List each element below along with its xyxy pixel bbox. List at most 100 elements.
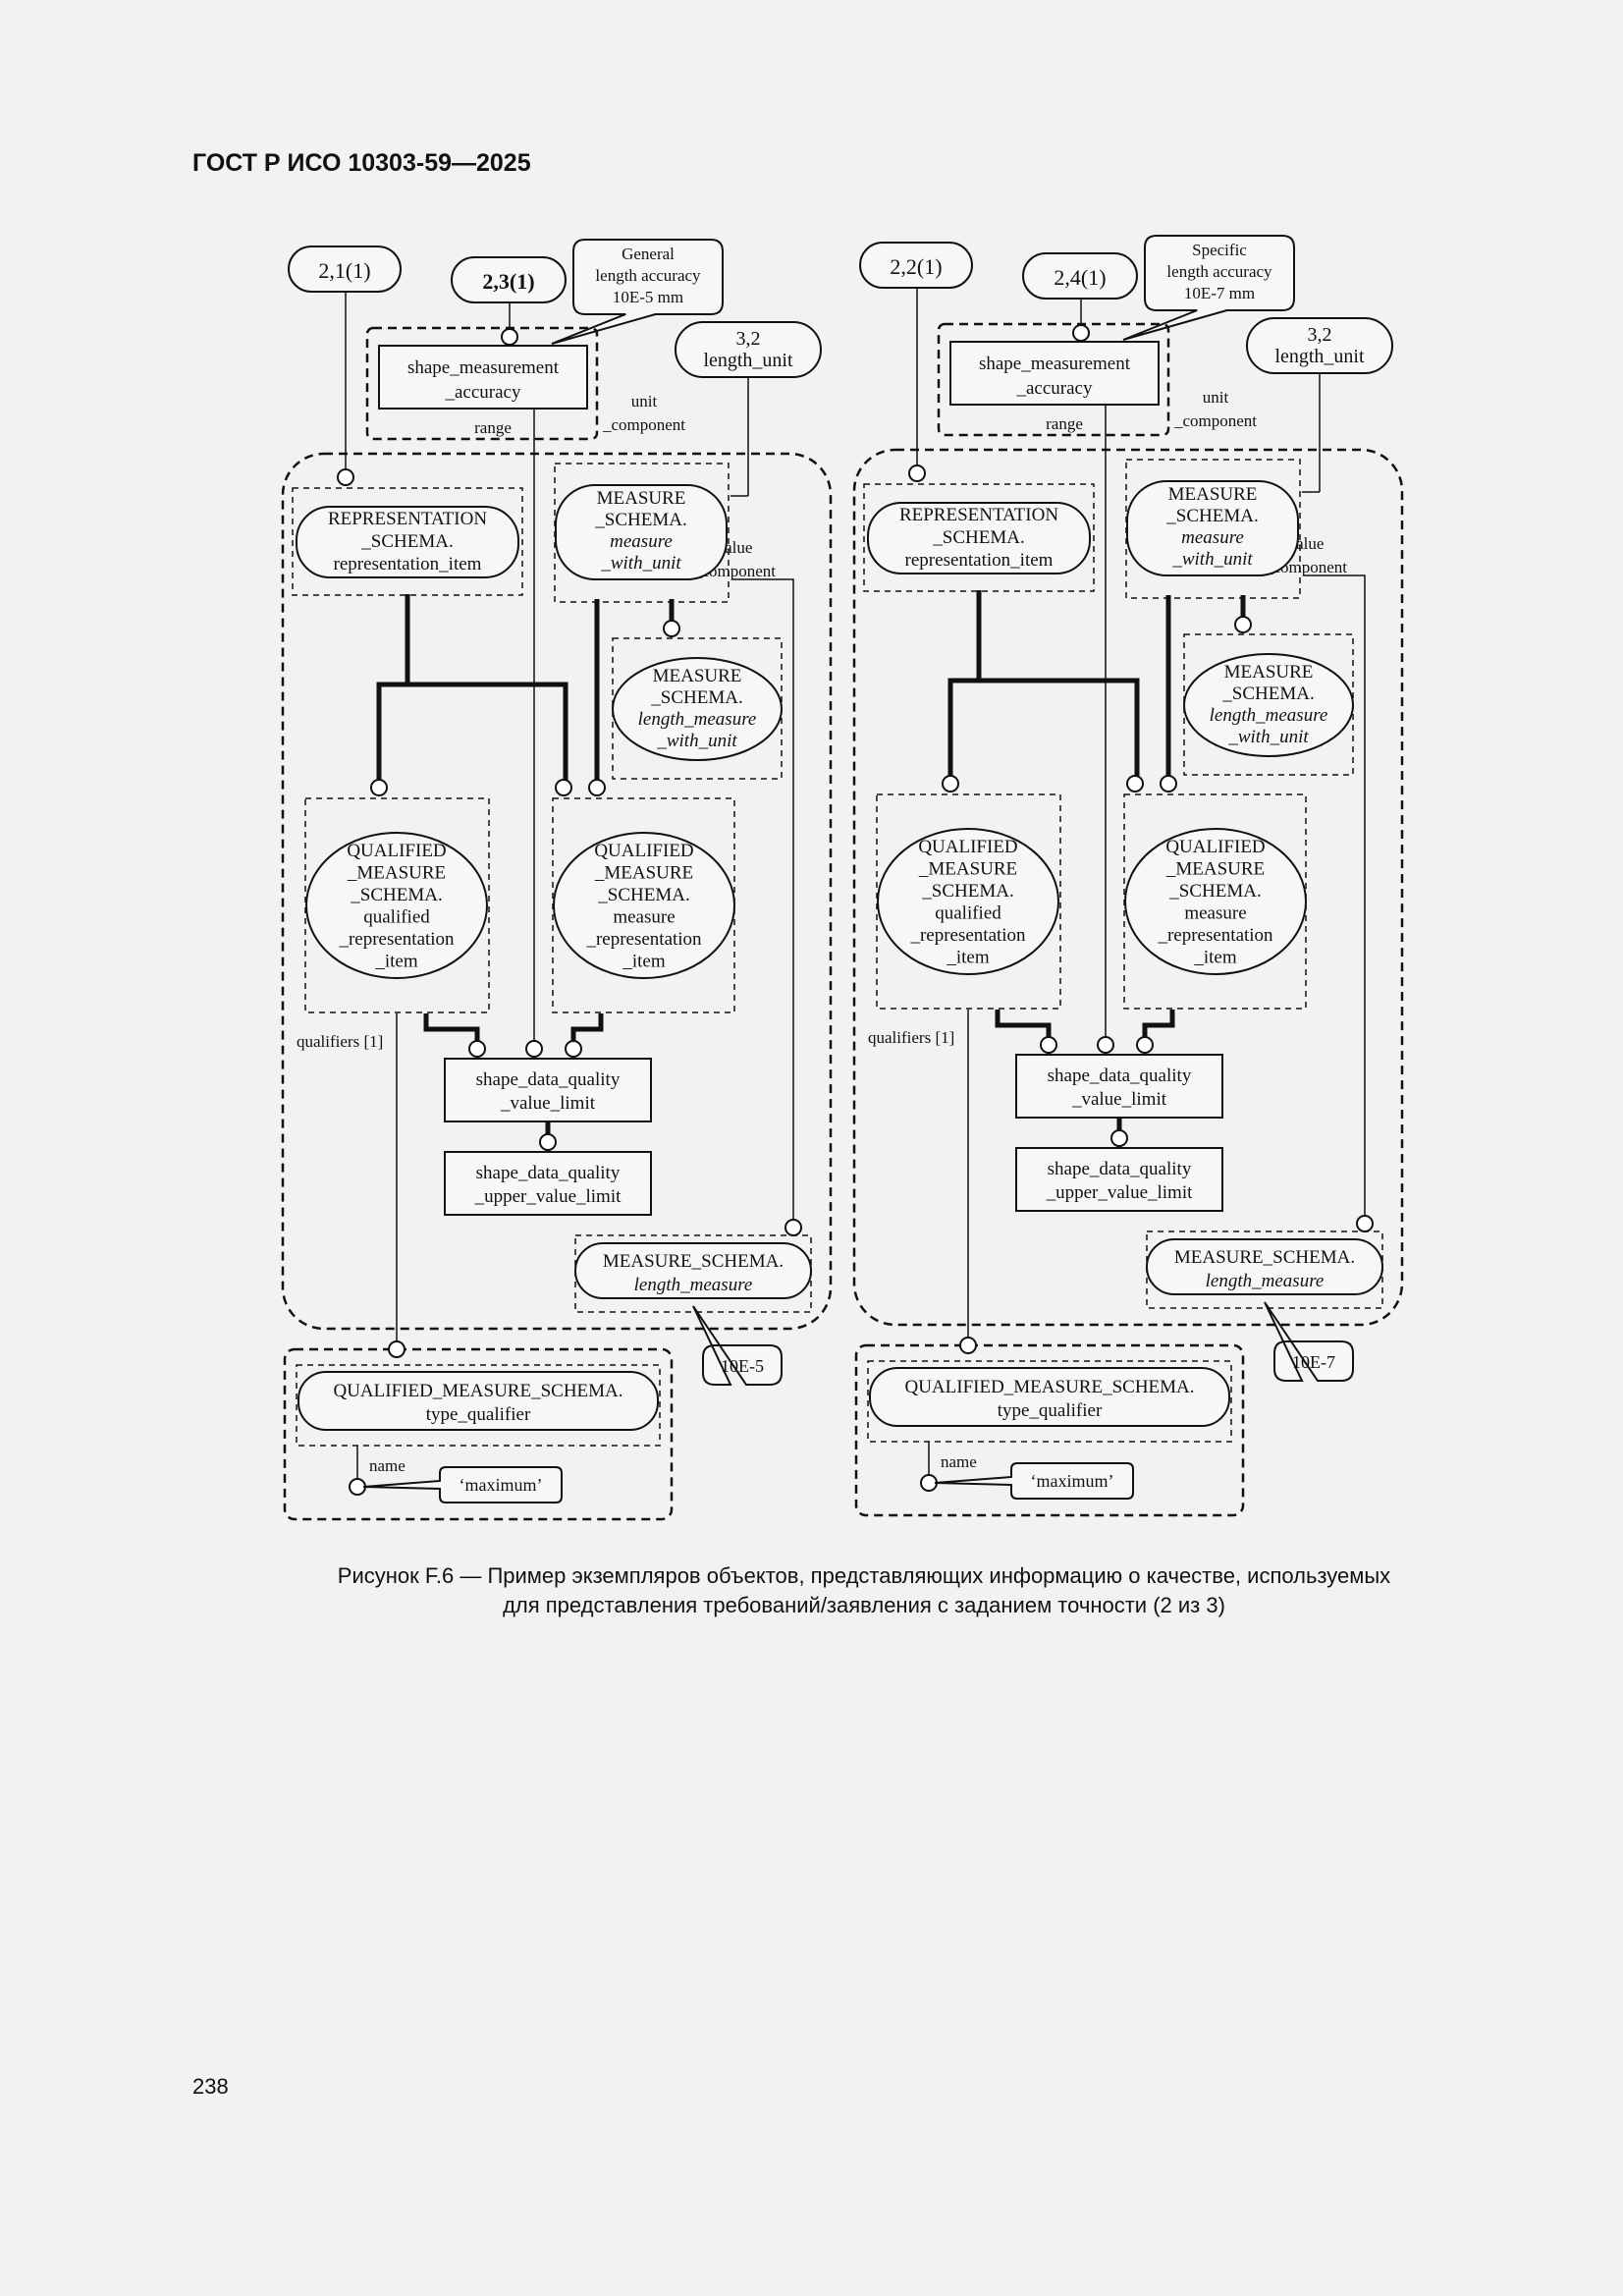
value-note-label: 10E-7	[1292, 1352, 1335, 1372]
accuracy-note	[1122, 235, 1295, 341]
mwu-entity	[555, 484, 728, 580]
lmwu-entity	[612, 657, 783, 761]
upper-value-limit-line-1: shape_data_quality	[476, 1163, 621, 1183]
mri-circle-2	[588, 779, 606, 796]
sma-line-2: _accuracy	[445, 382, 521, 403]
accuracy-note-line-3: 10E-5 mm	[613, 288, 683, 306]
rep-item-line-1: REPRESENTATION	[899, 505, 1058, 525]
qri-line-4: qualified	[363, 907, 430, 928]
qri-line-3: _SCHEMA.	[350, 885, 442, 905]
vl-circle-2	[525, 1040, 543, 1058]
accuracy-note-line-1: Specific	[1192, 241, 1247, 259]
vl-circle-3	[565, 1040, 582, 1058]
ref-acc-oval	[451, 256, 567, 303]
tq-circle	[959, 1337, 977, 1354]
lm-line-2: length_measure	[634, 1275, 753, 1295]
upper-value-limit-line-2: _upper_value_limit	[474, 1186, 622, 1207]
ref-rep-oval	[288, 246, 402, 293]
mri-line-6: _item	[622, 952, 665, 972]
tq-line-1: QUALIFIED_MEASURE_SCHEMA.	[333, 1381, 622, 1401]
qri-line-2: _MEASURE	[347, 863, 446, 884]
diagram-left: 2,1(1)2,3(1)3,2length_unitGenerallength …	[281, 239, 833, 1521]
qri-line-2: _MEASURE	[918, 859, 1017, 880]
value-limit-line-1: shape_data_quality	[476, 1069, 621, 1090]
uvl-circle	[1110, 1129, 1128, 1147]
mwu-line-1: MEASURE	[1168, 484, 1258, 505]
qri-to-vl	[995, 1010, 1052, 1043]
tq-frame	[296, 1364, 661, 1447]
lmwu-line-1: MEASURE	[1224, 662, 1314, 683]
lm-line-1: MEASURE_SCHEMA.	[1174, 1247, 1355, 1268]
lm-line-1: MEASURE_SCHEMA.	[603, 1251, 784, 1272]
ref-unit-oval	[1246, 317, 1393, 374]
tq-entity	[298, 1371, 659, 1431]
sma-line-1: shape_measurement	[407, 357, 560, 378]
tq-container	[283, 1347, 674, 1521]
tq-line-1: QUALIFIED_MEASURE_SCHEMA.	[904, 1377, 1194, 1397]
maximum-note	[362, 1466, 563, 1503]
mwu-line-1: MEASURE	[597, 488, 686, 509]
ref-acc-label: 2,3(1)	[482, 269, 534, 294]
qri-to-vl	[423, 1013, 480, 1047]
mwu-line-2: _SCHEMA.	[1165, 506, 1258, 526]
mri-line-4: measure	[613, 907, 675, 928]
mri-circle-1	[1126, 775, 1144, 793]
sma-dashed-frame	[365, 326, 599, 441]
rep-ref-circle	[908, 465, 926, 482]
qri-line-5: _representation	[909, 925, 1026, 946]
qri-line-4: qualified	[935, 903, 1001, 924]
rep-ref-circle	[337, 468, 354, 486]
rep-item-frame	[863, 483, 1095, 592]
lm-line-2: length_measure	[1206, 1271, 1325, 1291]
value-note	[692, 1305, 783, 1386]
upper-value-limit-entity	[1015, 1147, 1223, 1212]
page-number: 238	[192, 2074, 229, 2099]
upper-value-limit-entity	[444, 1151, 652, 1216]
caption-line-1: Рисунок F.6 — Пример экземпляров объекто…	[337, 1563, 1391, 1588]
qri-circle	[942, 775, 959, 793]
mwu-line-4: _with_unit	[600, 553, 681, 574]
rep-item-frame	[292, 487, 523, 596]
qualifiers-label: qualifiers [1]	[868, 1028, 954, 1047]
qri-line-5: _representation	[338, 929, 455, 950]
vl-circle-3	[1136, 1036, 1154, 1054]
value-note	[1264, 1301, 1354, 1382]
sma-dashed-frame	[937, 322, 1170, 437]
lm-circle	[784, 1219, 802, 1236]
value-limit-line-2: _value_limit	[500, 1093, 596, 1114]
tq-line-2: type_qualifier	[998, 1400, 1103, 1421]
schema-container	[281, 452, 833, 1331]
mri-line-4: measure	[1184, 903, 1246, 924]
mri-entity	[553, 832, 735, 979]
ref-rep-oval	[859, 242, 973, 289]
vl-circle-1	[468, 1040, 486, 1058]
supertype-branch	[376, 682, 568, 784]
ref-unit-line-1: 3,2	[736, 328, 761, 350]
mri-circle-1	[555, 779, 572, 796]
accuracy-note-line-3: 10E-7 mm	[1184, 284, 1255, 302]
mri-line-3: _SCHEMA.	[597, 885, 689, 905]
uvl-circle	[539, 1133, 557, 1151]
sma-line-1: shape_measurement	[979, 354, 1131, 374]
schema-container	[852, 448, 1404, 1327]
lm-circle	[1356, 1215, 1374, 1232]
mri-to-vl	[570, 1013, 604, 1047]
unit-component-line-2: _component	[602, 415, 685, 434]
value-limit-line-1: shape_data_quality	[1048, 1066, 1192, 1086]
range-label: range	[474, 418, 512, 437]
unit-component-line-2: _component	[1173, 411, 1257, 430]
rep-item-line-2: _SCHEMA.	[360, 531, 453, 552]
ref-rep-label: 2,2(1)	[890, 254, 942, 279]
rep-item-line-2: _SCHEMA.	[932, 527, 1024, 548]
vl-circle-1	[1040, 1036, 1057, 1054]
mri-line-1: QUALIFIED	[594, 841, 693, 861]
ref-rep-label: 2,1(1)	[318, 258, 370, 283]
lm-entity	[1146, 1238, 1383, 1295]
lmwu-line-2: _SCHEMA.	[1221, 683, 1314, 704]
mri-line-2: _MEASURE	[594, 863, 693, 884]
lmwu-line-3: length_measure	[638, 709, 757, 730]
ref-acc-oval	[1022, 252, 1138, 300]
mwu-line-4: _with_unit	[1171, 549, 1253, 570]
lmwu-line-2: _SCHEMA.	[650, 687, 742, 708]
mri-to-vl	[1142, 1010, 1175, 1043]
